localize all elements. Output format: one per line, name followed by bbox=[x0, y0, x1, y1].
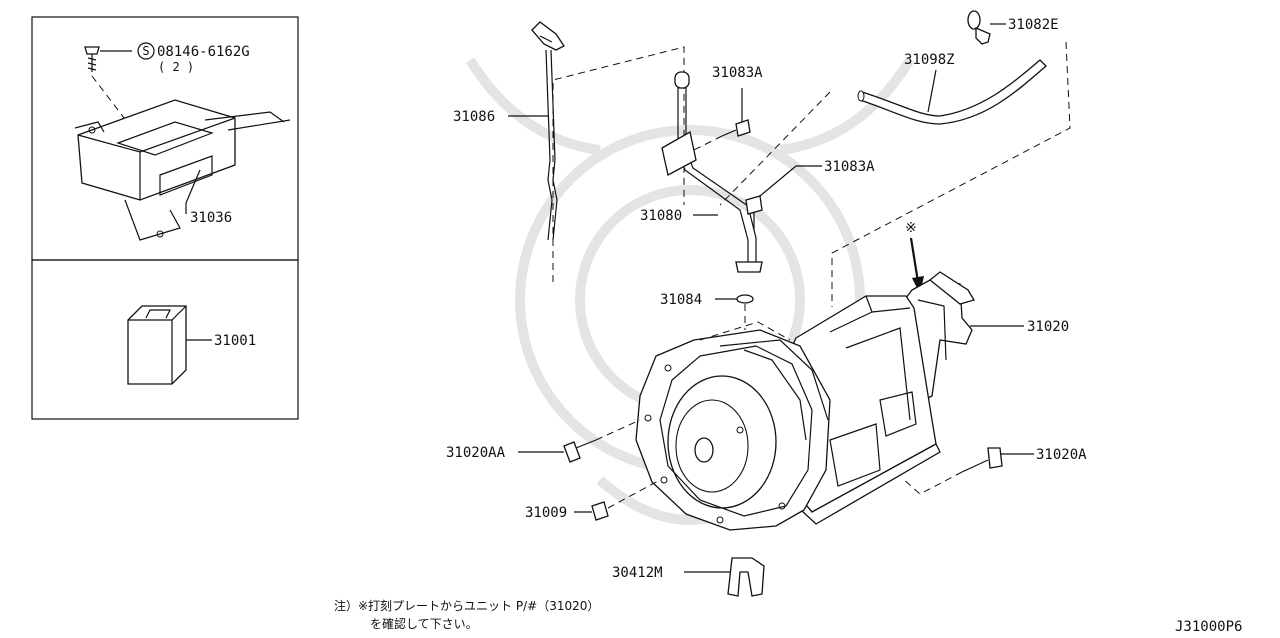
stamp-mark-symbol: ※ bbox=[905, 220, 917, 236]
filter-canister-drawing bbox=[127, 305, 187, 385]
callout-31086[interactable]: 31086 bbox=[453, 109, 495, 125]
callout-31001[interactable]: 31001 bbox=[214, 333, 256, 349]
transmission-drawing bbox=[635, 271, 975, 531]
callout-31098z[interactable]: 31098Z bbox=[904, 52, 955, 68]
callout-31083a-top[interactable]: 31083A bbox=[712, 65, 763, 81]
screw-quantity: ( 2 ) bbox=[158, 60, 194, 74]
bracket-30412m-drawing bbox=[727, 557, 765, 597]
diagram-code: J31000P6 bbox=[1175, 619, 1242, 635]
inset-panel-control-unit[interactable]: S 08146-6162G ( 2 ) 31036 bbox=[31, 16, 299, 261]
callout-31020aa[interactable]: 31020AA bbox=[446, 445, 506, 461]
o-ring-drawing bbox=[736, 294, 754, 304]
charging-pipe-drawing bbox=[661, 71, 763, 273]
callout-31020a[interactable]: 31020A bbox=[1036, 447, 1087, 463]
footnote-line-1: 注）※打刻プレートからユニット P/#（31020） bbox=[334, 598, 599, 613]
callout-31083a-mid[interactable]: 31083A bbox=[824, 159, 875, 175]
footnote-line-2: を確認して下さい。 bbox=[370, 616, 478, 631]
screw-icon bbox=[84, 46, 100, 72]
bolt-31020a-drawing bbox=[961, 447, 1003, 473]
svg-text:S: S bbox=[142, 44, 149, 58]
bolt-31009-drawing bbox=[591, 501, 609, 521]
screw-part-number: 08146-6162G bbox=[157, 44, 250, 60]
bolt-31083a-top-drawing bbox=[721, 119, 751, 137]
callout-31084[interactable]: 31084 bbox=[660, 292, 702, 308]
breather-hose-drawing bbox=[857, 59, 1047, 125]
bolt-31083a-mid-drawing bbox=[745, 195, 763, 230]
callout-31080[interactable]: 31080 bbox=[640, 208, 682, 224]
callout-31036[interactable]: 31036 bbox=[190, 210, 232, 226]
callout-31020[interactable]: 31020 bbox=[1027, 319, 1069, 335]
control-unit-drawing bbox=[74, 99, 291, 241]
callout-31082e[interactable]: 31082E bbox=[1008, 17, 1059, 33]
bolt-31020aa-drawing bbox=[563, 439, 597, 463]
screw-spec-symbol: S bbox=[137, 42, 155, 60]
hose-clip-drawing bbox=[967, 10, 991, 45]
callout-30412m[interactable]: 30412M bbox=[612, 565, 663, 581]
callout-31009[interactable]: 31009 bbox=[525, 505, 567, 521]
inset-panel-filter[interactable]: 31001 bbox=[31, 259, 299, 420]
